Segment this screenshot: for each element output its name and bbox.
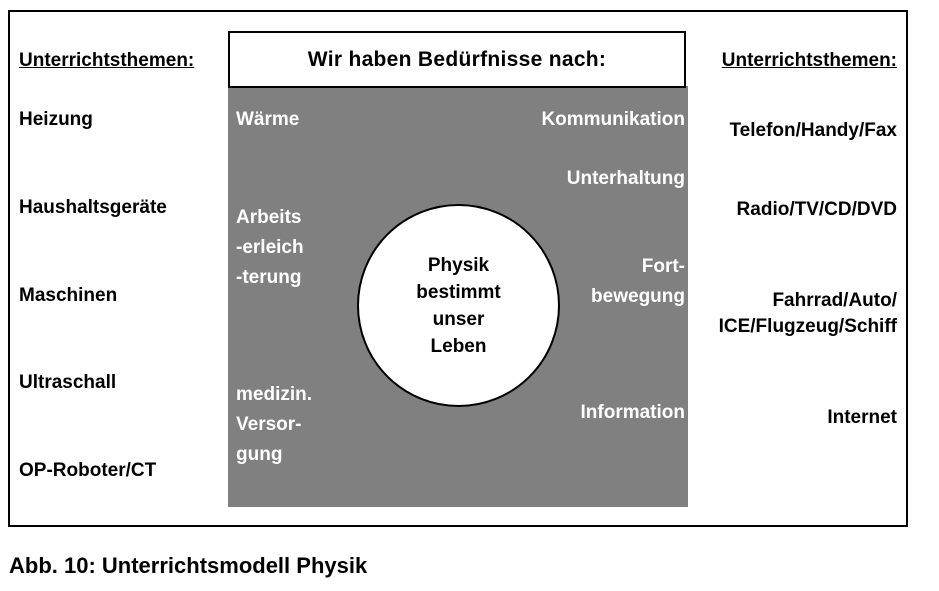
right-item-line: Fahrrad/Auto/	[772, 290, 897, 311]
right-item-line: ICE/Flugzeug/Schiff	[718, 316, 897, 337]
need-fortbewegung: Fort- bewegung	[591, 252, 685, 312]
need-line: bewegung	[591, 286, 685, 307]
need-kommunikation: Kommunikation	[541, 105, 685, 135]
right-heading: Unterrichtsthemen:	[721, 50, 897, 71]
left-item-ultraschall: Ultraschall	[19, 372, 117, 393]
need-waerme: Wärme	[236, 105, 299, 135]
right-item-line: Radio/TV/CD/DVD	[736, 199, 897, 220]
need-line: medizin.	[236, 384, 313, 405]
left-item-op-roboter: OP-Roboter/CT	[19, 460, 157, 481]
need-line: Fort-	[641, 256, 685, 277]
figure-caption: Abb. 10: Unterrichtsmodell Physik	[9, 553, 368, 578]
need-information: Information	[581, 398, 686, 428]
need-line: Wärme	[236, 109, 300, 130]
need-line: Information	[580, 402, 686, 423]
right-item-radio: Radio/TV/CD/DVD	[737, 197, 897, 223]
need-unterhaltung: Unterhaltung	[567, 164, 685, 194]
core-circle: Physik bestimmt unser Leben	[357, 204, 560, 407]
core-line: Leben	[430, 335, 487, 357]
need-line: -terung	[236, 267, 302, 288]
needs-title: Wir haben Bedürfnisse nach:	[228, 31, 686, 88]
right-item-internet: Internet	[827, 405, 897, 431]
need-line: Unterhaltung	[566, 168, 685, 189]
need-line: Arbeits	[236, 207, 302, 228]
need-line: Versor-	[236, 414, 302, 435]
core-line: Physik	[427, 254, 490, 276]
diagram-frame	[8, 10, 908, 527]
need-medizinische-versorgung: medizin. Versor- gung	[236, 380, 312, 470]
left-item-maschinen: Maschinen	[19, 285, 118, 306]
right-item-telefon: Telefon/Handy/Fax	[729, 118, 897, 144]
core-line: bestimmt	[416, 281, 501, 303]
left-item-haushaltsgeraete: Haushaltsgeräte	[19, 197, 167, 218]
right-item-line: Telefon/Handy/Fax	[729, 120, 897, 141]
left-heading: Unterrichtsthemen:	[19, 50, 195, 71]
need-line: Kommunikation	[541, 109, 685, 130]
right-item-line: Internet	[827, 407, 897, 428]
right-item-fahrrad: Fahrrad/Auto/ ICE/Flugzeug/Schiff	[719, 288, 897, 340]
core-line: unser	[432, 308, 485, 330]
need-line: gung	[236, 444, 283, 465]
need-arbeitserleichterung: Arbeits -erleich -terung	[236, 203, 304, 293]
need-line: -erleich	[236, 237, 304, 258]
left-item-heizung: Heizung	[19, 109, 93, 130]
